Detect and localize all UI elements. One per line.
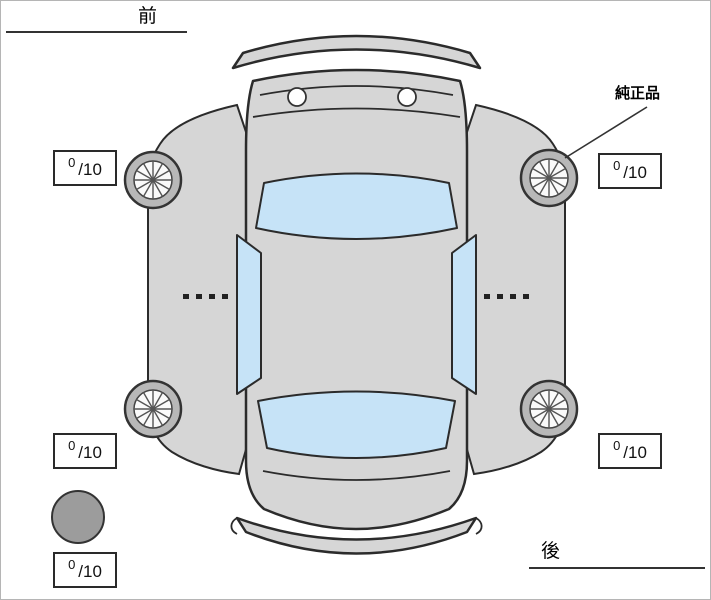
tread-score-front-left: 0 /10 [53,150,117,186]
hood-cowl-line [259,85,454,96]
side-window-left [236,234,262,395]
rear-underline [529,567,705,569]
front-underline [6,31,187,33]
tread-score-spare-value: 0 [68,556,76,572]
tread-score-spare: 0 /10 [53,552,117,588]
genuine-parts-leader-line [564,106,648,159]
front-spoiler [231,34,482,70]
door-seam-dots-left [183,294,228,299]
tread-score-spare-denominator: /10 [78,562,102,581]
tread-score-rear-right-denominator: /10 [623,443,647,462]
tread-score-front-right-denominator: /10 [623,163,647,182]
side-window-right [451,234,477,395]
tread-score-front-right-value: 0 [613,157,621,173]
tread-score-front-right: 0 /10 [598,153,662,189]
rear-spoiler-hook-left [230,517,238,535]
genuine-parts-label: 純正品 [615,85,661,102]
wheel-rear-left [123,379,183,439]
rear-window-glass [257,390,456,459]
hood-detail-right [397,87,417,107]
tread-score-rear-right: 0 /10 [598,433,662,469]
rear-spoiler-hook-right [475,517,483,535]
tread-score-front-left-denominator: /10 [78,160,102,179]
spare-tire-circle [51,490,105,544]
tread-score-rear-left-denominator: /10 [78,443,102,462]
tread-score-front-left-value: 0 [68,154,76,170]
hood-line [252,107,461,118]
wheel-front-right [519,148,579,208]
car-body [244,68,469,531]
rear-spoiler [235,516,478,555]
hood-detail-left [287,87,307,107]
front-label: 前 [138,6,158,27]
windshield-glass [255,172,458,240]
wheel-rear-right [519,379,579,439]
tread-score-rear-right-value: 0 [613,437,621,453]
door-seam-dots-right [484,294,529,299]
tread-score-rear-left-value: 0 [68,437,76,453]
tread-score-rear-left: 0 /10 [53,433,117,469]
trunk-line [262,470,451,481]
wheel-front-left [123,150,183,210]
rear-label: 後 [541,541,561,562]
